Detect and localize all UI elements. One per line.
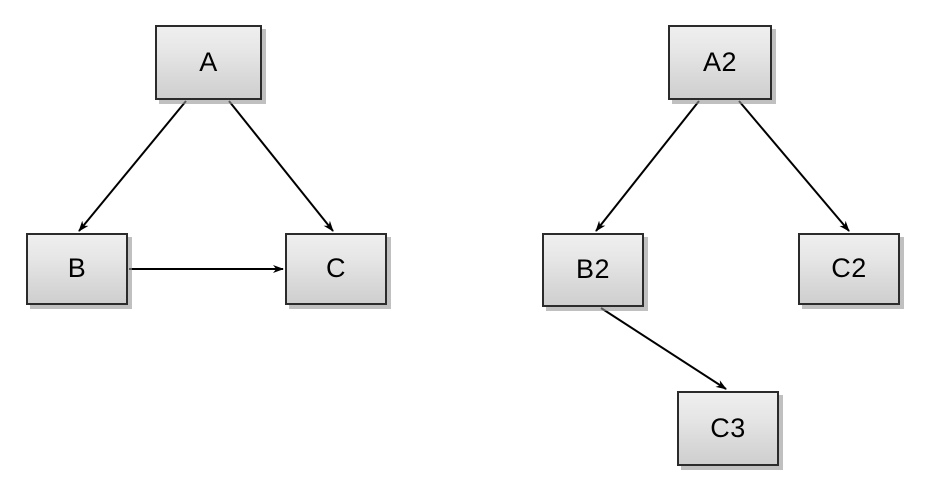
node-c3[interactable]: C3	[677, 391, 779, 466]
edge-b2-to-c3	[600, 307, 727, 390]
node-b2[interactable]: B2	[542, 233, 644, 307]
edge-a-to-b	[78, 100, 187, 232]
edge-a-to-c	[228, 100, 334, 232]
edge-a2-to-c2	[738, 100, 850, 232]
node-label: B	[67, 253, 87, 283]
node-label: C2	[831, 253, 867, 283]
node-c2[interactable]: C2	[798, 233, 900, 305]
node-b[interactable]: B	[26, 233, 128, 305]
edge-a2-to-b2	[595, 100, 700, 232]
node-a[interactable]: A	[155, 25, 262, 100]
node-label: C3	[710, 412, 746, 443]
node-a2[interactable]: A2	[668, 25, 772, 100]
node-c[interactable]: C	[285, 233, 387, 305]
node-label: A	[199, 46, 218, 77]
node-label: B2	[575, 254, 611, 284]
node-label: A2	[702, 46, 738, 77]
node-label: C	[326, 253, 346, 283]
